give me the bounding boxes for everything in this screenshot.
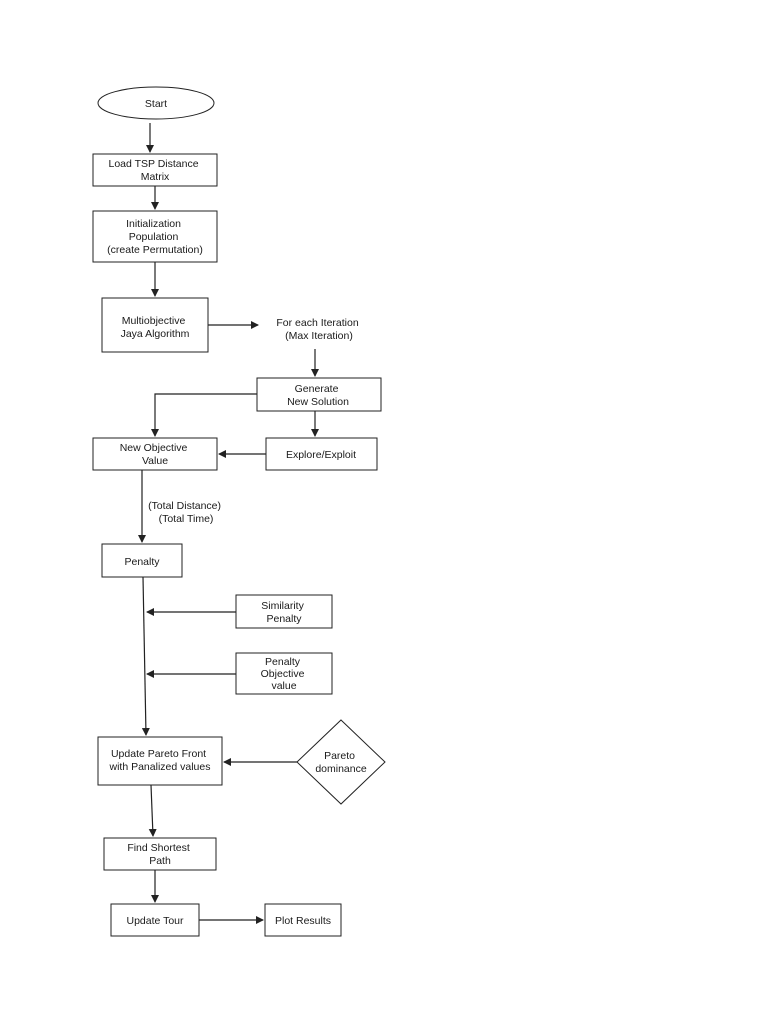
penalty-objective-label: Penalty Objective value	[261, 656, 308, 692]
explore-exploit-box	[265, 437, 378, 471]
penalty-box	[101, 543, 183, 578]
find-shortest-path-box	[103, 837, 217, 871]
iteration-label: For each Iteration (Max Iteration)	[276, 317, 361, 342]
arrow-generate-to-objective	[151, 393, 257, 437]
start-label: Start	[145, 98, 167, 110]
new-objective-label: New Objective Value	[120, 442, 191, 467]
load-tsp-label: Load TSP Distance Matrix	[108, 158, 201, 183]
objectives-note-label: (Total Distance) (Total Time)	[148, 500, 224, 525]
generate-solution-label: Generate New Solution	[287, 383, 349, 408]
jaya-algorithm-label: Multiobjective Jaya Algorithm	[121, 315, 190, 340]
update-tour-label: Update Tour	[126, 915, 184, 927]
similarity-penalty-label: Similarity Penalty	[261, 600, 307, 625]
pareto-dominance-label: Pareto dominance	[315, 750, 367, 775]
load-tsp-box	[92, 153, 218, 187]
init-population-box	[92, 210, 218, 263]
pareto-dominance-diamond	[296, 719, 386, 805]
start-terminator	[97, 86, 215, 120]
jaya-algorithm-box	[101, 297, 209, 353]
find-shortest-path-label: Find Shortest Path	[127, 842, 192, 867]
generate-solution-box	[256, 377, 382, 412]
plot-results-label: Plot Results	[275, 915, 331, 927]
plot-results-box	[264, 903, 342, 937]
init-population-label: Initialization Population (create Permut…	[107, 218, 203, 256]
new-objective-box	[92, 437, 218, 471]
update-pareto-label: Update Pareto Front with Panalized value…	[109, 748, 211, 773]
arrow-penalty-to-pareto	[141, 576, 150, 736]
update-pareto-box	[97, 736, 223, 786]
update-tour-box	[110, 903, 200, 937]
penalty-label: Penalty	[124, 556, 160, 568]
arrow-pareto-to-shortest	[148, 784, 157, 837]
explore-exploit-label: Explore/Exploit	[286, 449, 356, 461]
